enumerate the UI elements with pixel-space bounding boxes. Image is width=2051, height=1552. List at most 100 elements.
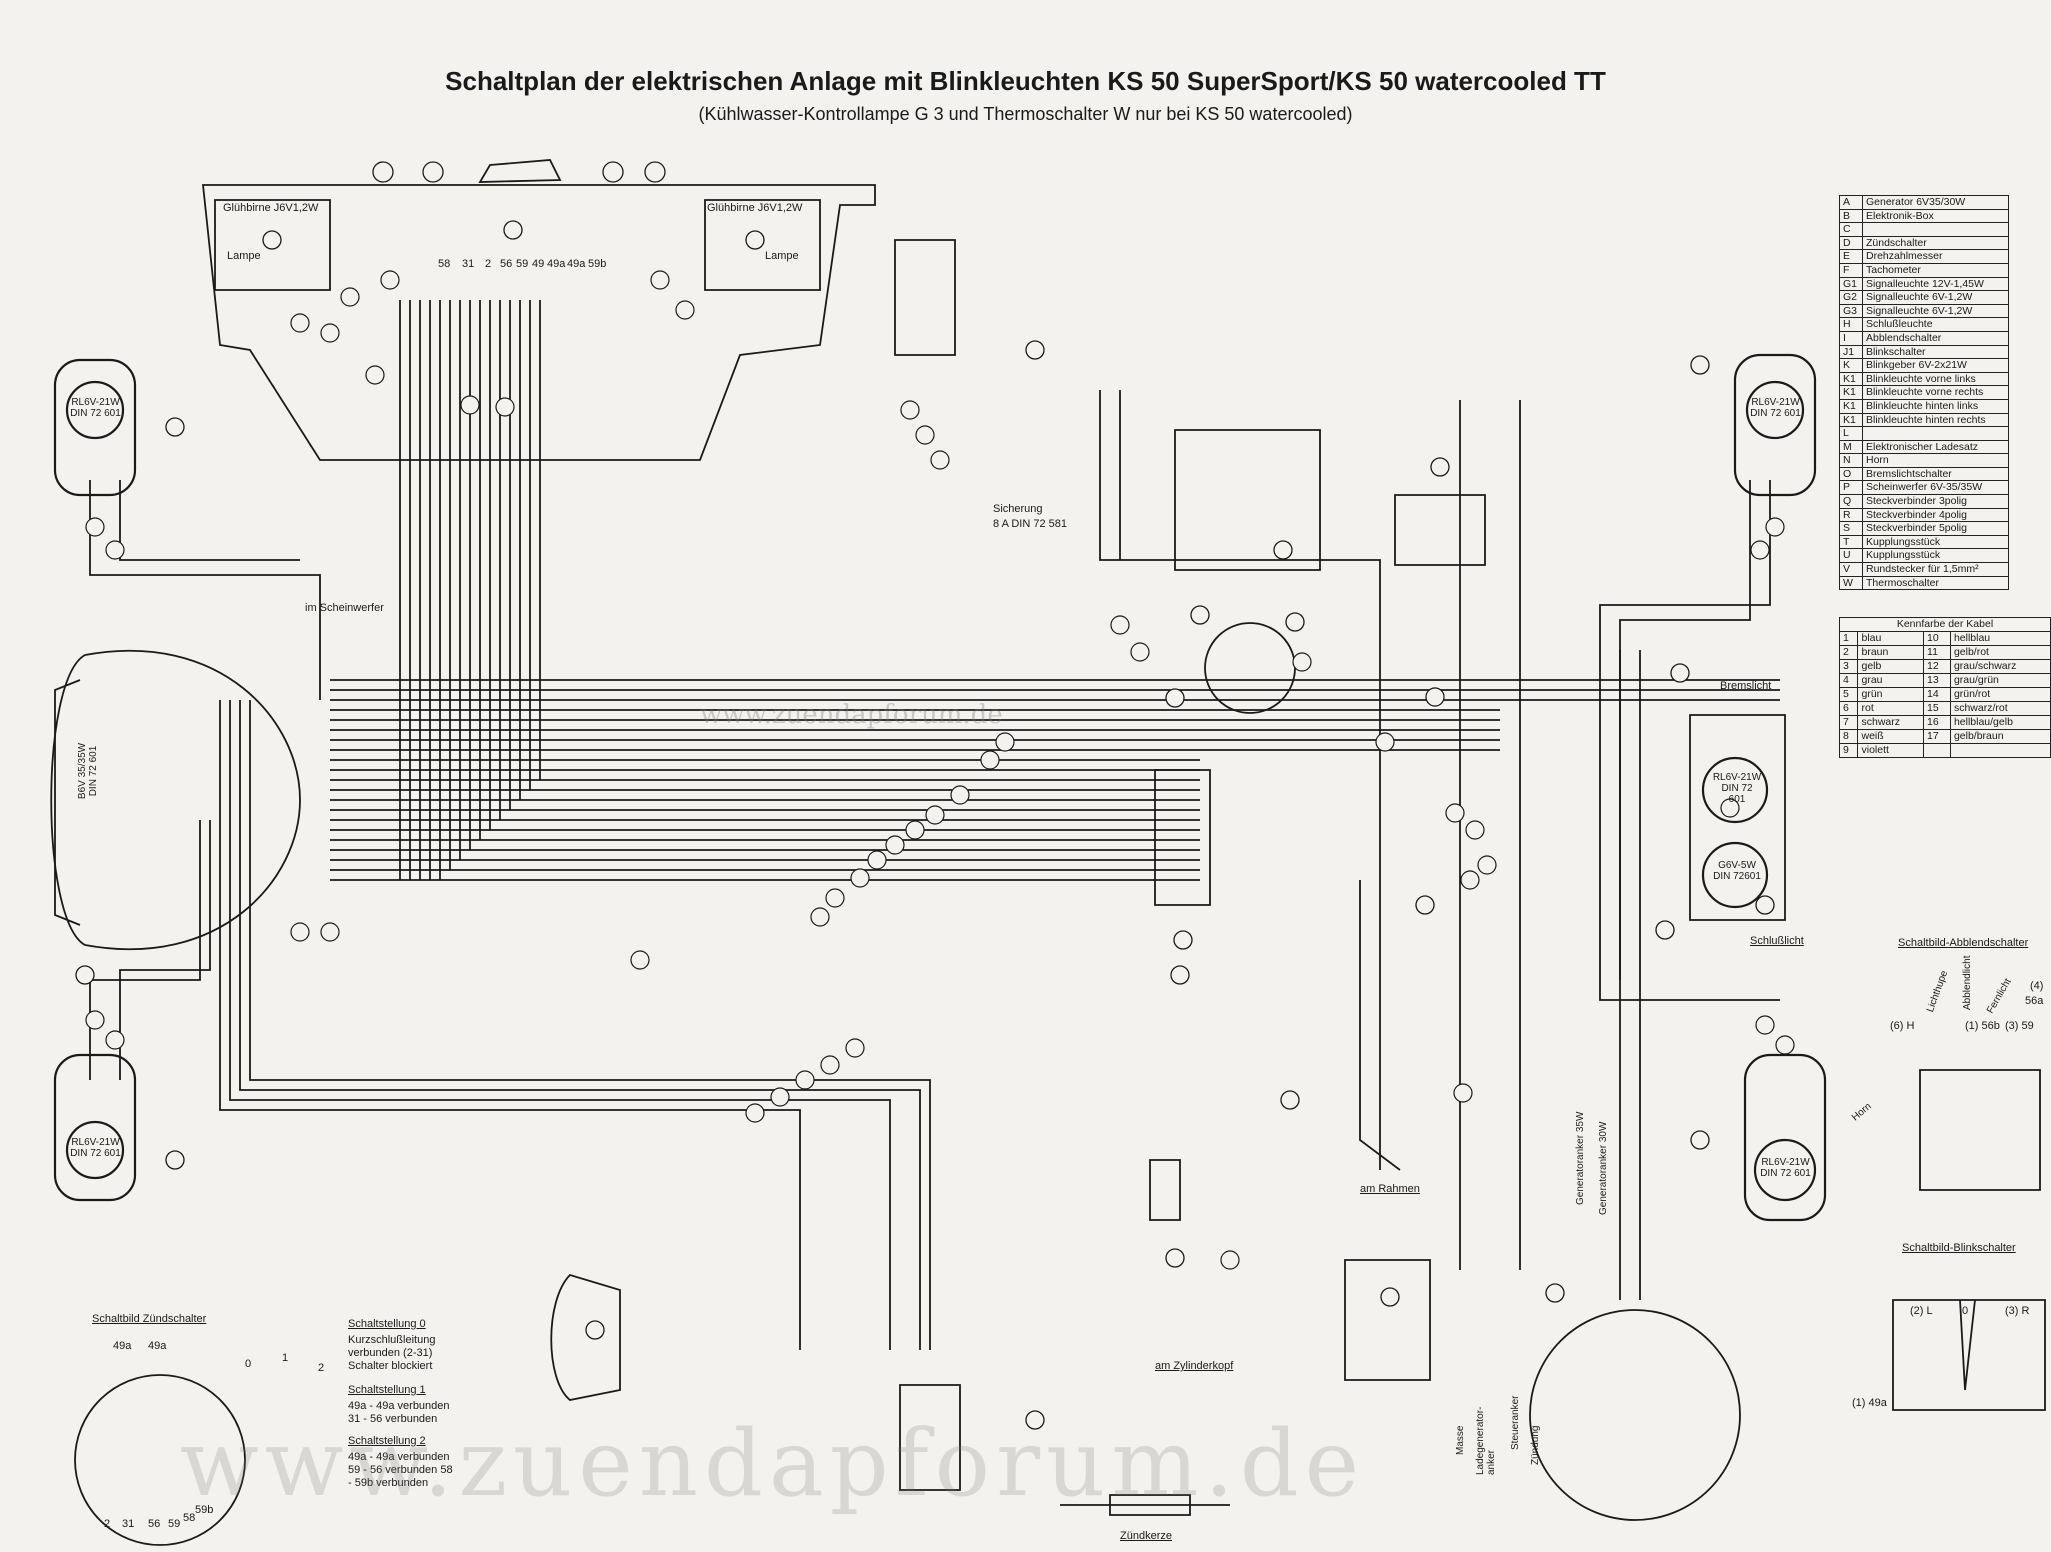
legend-component-key: E	[1839, 249, 1863, 264]
blinker-bulb-rear-left	[65, 1120, 125, 1180]
legend-component-text: Elektronik-Box	[1862, 208, 2009, 224]
legend-cable-c1: braun	[1857, 645, 1925, 660]
legend-cable-n2: 13	[1923, 673, 1951, 688]
legend-cable-c1: rot	[1857, 701, 1925, 716]
headlamp-inner	[54, 679, 81, 926]
left-column	[89, 700, 931, 1350]
zund-terminal: 2	[104, 1518, 111, 1530]
legend-cable-c1: grün	[1857, 687, 1925, 702]
legend-component-text: Rundstecker für 1,5mm²	[1862, 562, 2009, 577]
tail-lamp-label: G6V-5W DIN 72601	[1713, 860, 1761, 882]
legend-component-text: Bremslichtschalter	[1862, 466, 2009, 482]
legend-component-key: K1	[1839, 385, 1863, 400]
diagram-title: Schaltplan der elektrischen Anlage mit B…	[445, 66, 1606, 96]
legend-cable-c2: schwarz/rot	[1949, 701, 2051, 716]
ladegenerator-label: Ladegenerator-anker	[1475, 1406, 1497, 1475]
legend-component-key: K1	[1839, 371, 1863, 387]
dash-terminal: 59	[516, 258, 529, 270]
dash-terminal: 49a	[547, 258, 566, 270]
legend-component-key: O	[1839, 466, 1863, 482]
zund-terminal: 31	[122, 1518, 135, 1530]
legend-component-text: Blinkgeber 6V-2x21W	[1862, 358, 2009, 373]
legend-component-key: L	[1839, 426, 1863, 441]
legend-component-key: K	[1839, 358, 1863, 373]
am-zylinderkopf-label: am Zylinderkopf	[1155, 1360, 1234, 1372]
blinkschalter-j1-outline	[894, 239, 956, 356]
generator-outline	[1529, 1309, 1741, 1521]
abblend-terminal: 56a	[2025, 995, 2044, 1007]
rl-lamp-label-rear-left: RL6V-21W DIN 72 601	[70, 1137, 121, 1159]
legend-component-text	[1862, 222, 2009, 237]
blink-terminal: 0	[1962, 1305, 1969, 1317]
watermark-small: www.zuendapforum.de	[700, 700, 1003, 730]
blinkschalter-j-outline	[899, 1384, 961, 1491]
legend-component-key: U	[1839, 548, 1863, 564]
connector-block	[1154, 769, 1211, 906]
dash-terminal: 58	[438, 258, 451, 270]
rl-lamp-label-rear-right: RL6V-21W DIN 72 601	[1760, 1157, 1811, 1179]
abblend-terminal: (3) 59	[2005, 1020, 2034, 1032]
legend-component-text: Blinkschalter	[1862, 344, 2009, 360]
legend-cable-c2: grau/schwarz	[1949, 659, 2051, 674]
zund-position: 0	[245, 1358, 252, 1370]
legend-component-key: F	[1839, 262, 1863, 278]
legend-component-text: Thermoschalter	[1862, 575, 2009, 591]
legend-component-text: Zündschalter	[1862, 235, 2009, 251]
legend-cable-c2: gelb/rot	[1949, 645, 2051, 660]
steueranker-label: Steueranker	[1510, 1395, 1521, 1450]
legend-cable-n1: 9	[1838, 743, 1859, 758]
legend-cable-n2	[1923, 743, 1951, 758]
harness-bus	[330, 679, 1780, 881]
bremslicht-switch	[1394, 494, 1486, 566]
zundung-label: Zündung	[1530, 1425, 1541, 1465]
legend-component-text: Blinkleuchte hinten links	[1862, 398, 2009, 414]
blinker-lamps	[53, 353, 1827, 1222]
legend-component-key: G1	[1839, 276, 1863, 292]
schlusslicht-bulb	[1701, 841, 1769, 909]
legend-component-key: K1	[1839, 398, 1863, 414]
legend-cable-n1: 3	[1838, 659, 1859, 674]
legend-cable-n1: 2	[1838, 645, 1859, 660]
legend-cable-c2: grün/rot	[1949, 687, 2051, 702]
legend-component-text: Scheinwerfer 6V-35/35W	[1862, 480, 2009, 496]
legend-component-text: Abblendschalter	[1862, 330, 2009, 346]
legend-cable-c1: grau	[1857, 673, 1925, 688]
dash-terminal: 59b	[588, 258, 607, 270]
zundschalter-circle	[74, 1374, 246, 1546]
stellung1-text: 49a - 49a verbunden 31 - 56 verbunden	[348, 1400, 450, 1425]
zund-terminal: 56	[148, 1518, 161, 1530]
legend-cable-c1: schwarz	[1857, 715, 1925, 730]
instrument-housing	[201, 184, 876, 461]
dashboard-trunk	[399, 300, 541, 880]
sicherung-label: Sicherung	[993, 503, 1043, 515]
im-scheinwerfer-label: im Scheinwerfer	[305, 602, 384, 614]
legend-cable-n2: 14	[1923, 687, 1951, 702]
headlamp-outline	[50, 649, 301, 951]
legend-cable-n1: 8	[1838, 729, 1859, 744]
legend-component-text: Horn	[1862, 453, 2009, 468]
zund-position: 2	[318, 1362, 325, 1374]
legend-component-key: J1	[1839, 344, 1863, 360]
legend-component-text: Steckverbinder 5polig	[1862, 521, 2009, 536]
